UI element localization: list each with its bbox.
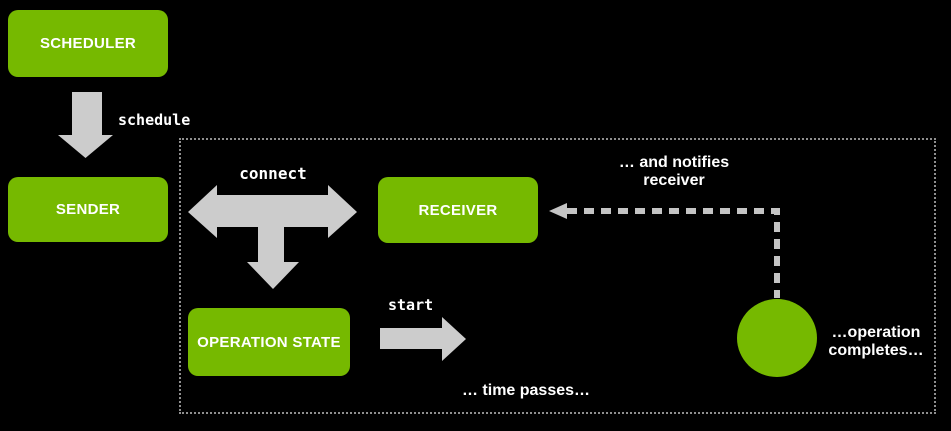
async-region-outline xyxy=(179,138,936,414)
connect-arrow-icon xyxy=(188,185,357,289)
receiver-label: RECEIVER xyxy=(418,201,498,219)
scheduler-label: SCHEDULER xyxy=(39,35,137,52)
sender-label: SENDER xyxy=(55,201,121,218)
start-edge-label: start xyxy=(388,296,434,314)
sender-node: SENDER xyxy=(8,177,168,242)
operation-state-label: OPERATION STATE xyxy=(197,333,341,351)
schedule-edge-label: schedule xyxy=(118,111,191,129)
operation-state-node: OPERATION STATE xyxy=(188,308,350,376)
time-passes-annotation: … time passes… xyxy=(461,382,591,399)
notifies-receiver-line2: receiver xyxy=(643,172,705,189)
scheduler-node: SCHEDULER xyxy=(8,10,168,77)
connect-edge-label: connect xyxy=(239,164,307,183)
operation-completes-line1: …operation xyxy=(831,324,921,341)
operation-complete-circle-icon xyxy=(737,299,817,377)
notifies-receiver-line1: … and notifies xyxy=(618,154,730,171)
start-arrow-icon xyxy=(380,317,466,361)
schedule-arrow-icon xyxy=(58,92,113,158)
operation-completes-line2: completes… xyxy=(828,342,924,359)
notify-arrow-icon xyxy=(549,203,780,298)
operation-completes-annotation: …operation completes… xyxy=(828,324,923,360)
receiver-node: RECEIVER xyxy=(378,177,538,243)
notifies-receiver-annotation: … and notifies receiver xyxy=(619,154,729,190)
